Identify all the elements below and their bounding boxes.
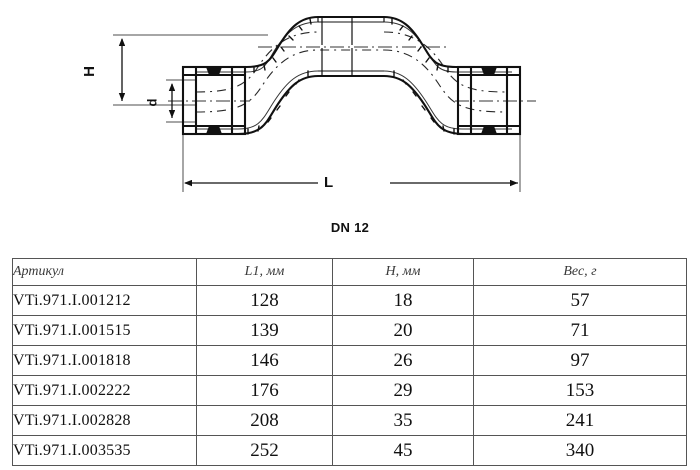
column-header-h: Н, мм	[332, 258, 474, 286]
cell-l1: 252	[196, 435, 333, 466]
dimension-label-h: H	[80, 66, 98, 77]
centre-axis-line	[168, 46, 536, 102]
cell-h: 45	[332, 435, 474, 466]
cell-article: VTi.971.I.001515	[12, 315, 197, 346]
cell-article: VTi.971.I.001818	[12, 345, 197, 376]
cell-l1: 176	[196, 375, 333, 406]
specification-table-container: Артикул L1, мм Н, мм Вес, г VTi.971.I.00…	[12, 258, 687, 466]
cell-weight: 241	[473, 405, 687, 436]
technical-drawing: H d L	[0, 0, 700, 212]
hump-top-section	[317, 15, 385, 78]
crossover-fitting-drawing	[113, 15, 536, 192]
right-press-socket	[456, 65, 522, 136]
cell-l1: 139	[196, 315, 333, 346]
cell-h: 29	[332, 375, 474, 406]
fitting-hatch-ticks	[247, 18, 455, 135]
cell-article: VTi.971.I.002828	[12, 405, 197, 436]
specification-table: Артикул L1, мм Н, мм Вес, г VTi.971.I.00…	[12, 258, 687, 466]
table-header-row: Артикул L1, мм Н, мм Вес, г	[12, 258, 687, 286]
right-socket-sealing-bead	[481, 67, 497, 134]
table-header: Артикул L1, мм Н, мм Вес, г	[12, 258, 687, 286]
dimension-l	[182, 134, 521, 192]
cell-l1: 146	[196, 345, 333, 376]
dimension-label-l: L	[324, 174, 334, 191]
cell-h: 20	[332, 315, 474, 346]
cell-weight: 153	[473, 375, 687, 406]
left-press-socket	[181, 65, 247, 136]
dimension-d	[166, 79, 196, 123]
cell-weight: 340	[473, 435, 687, 466]
cell-h: 18	[332, 285, 474, 316]
cell-weight: 71	[473, 315, 687, 346]
cell-article: VTi.971.I.003535	[12, 435, 197, 466]
left-socket-sealing-bead	[206, 67, 222, 134]
cell-l1: 208	[196, 405, 333, 436]
hidden-bore-lines	[195, 31, 507, 113]
cell-article: VTi.971.I.001212	[12, 285, 197, 316]
cell-l1: 128	[196, 285, 333, 316]
column-header-weight: Вес, г	[473, 258, 687, 286]
dimension-h	[113, 34, 268, 106]
cell-article: VTi.971.I.002222	[12, 375, 197, 406]
dn-caption: DN 12	[330, 220, 370, 235]
dimension-label-d: d	[144, 98, 160, 107]
cell-weight: 97	[473, 345, 687, 376]
cell-weight: 57	[473, 285, 687, 316]
cell-h: 35	[332, 405, 474, 436]
column-header-article: Артикул	[12, 258, 197, 286]
column-header-l1: L1, мм	[196, 258, 333, 286]
cell-h: 26	[332, 345, 474, 376]
